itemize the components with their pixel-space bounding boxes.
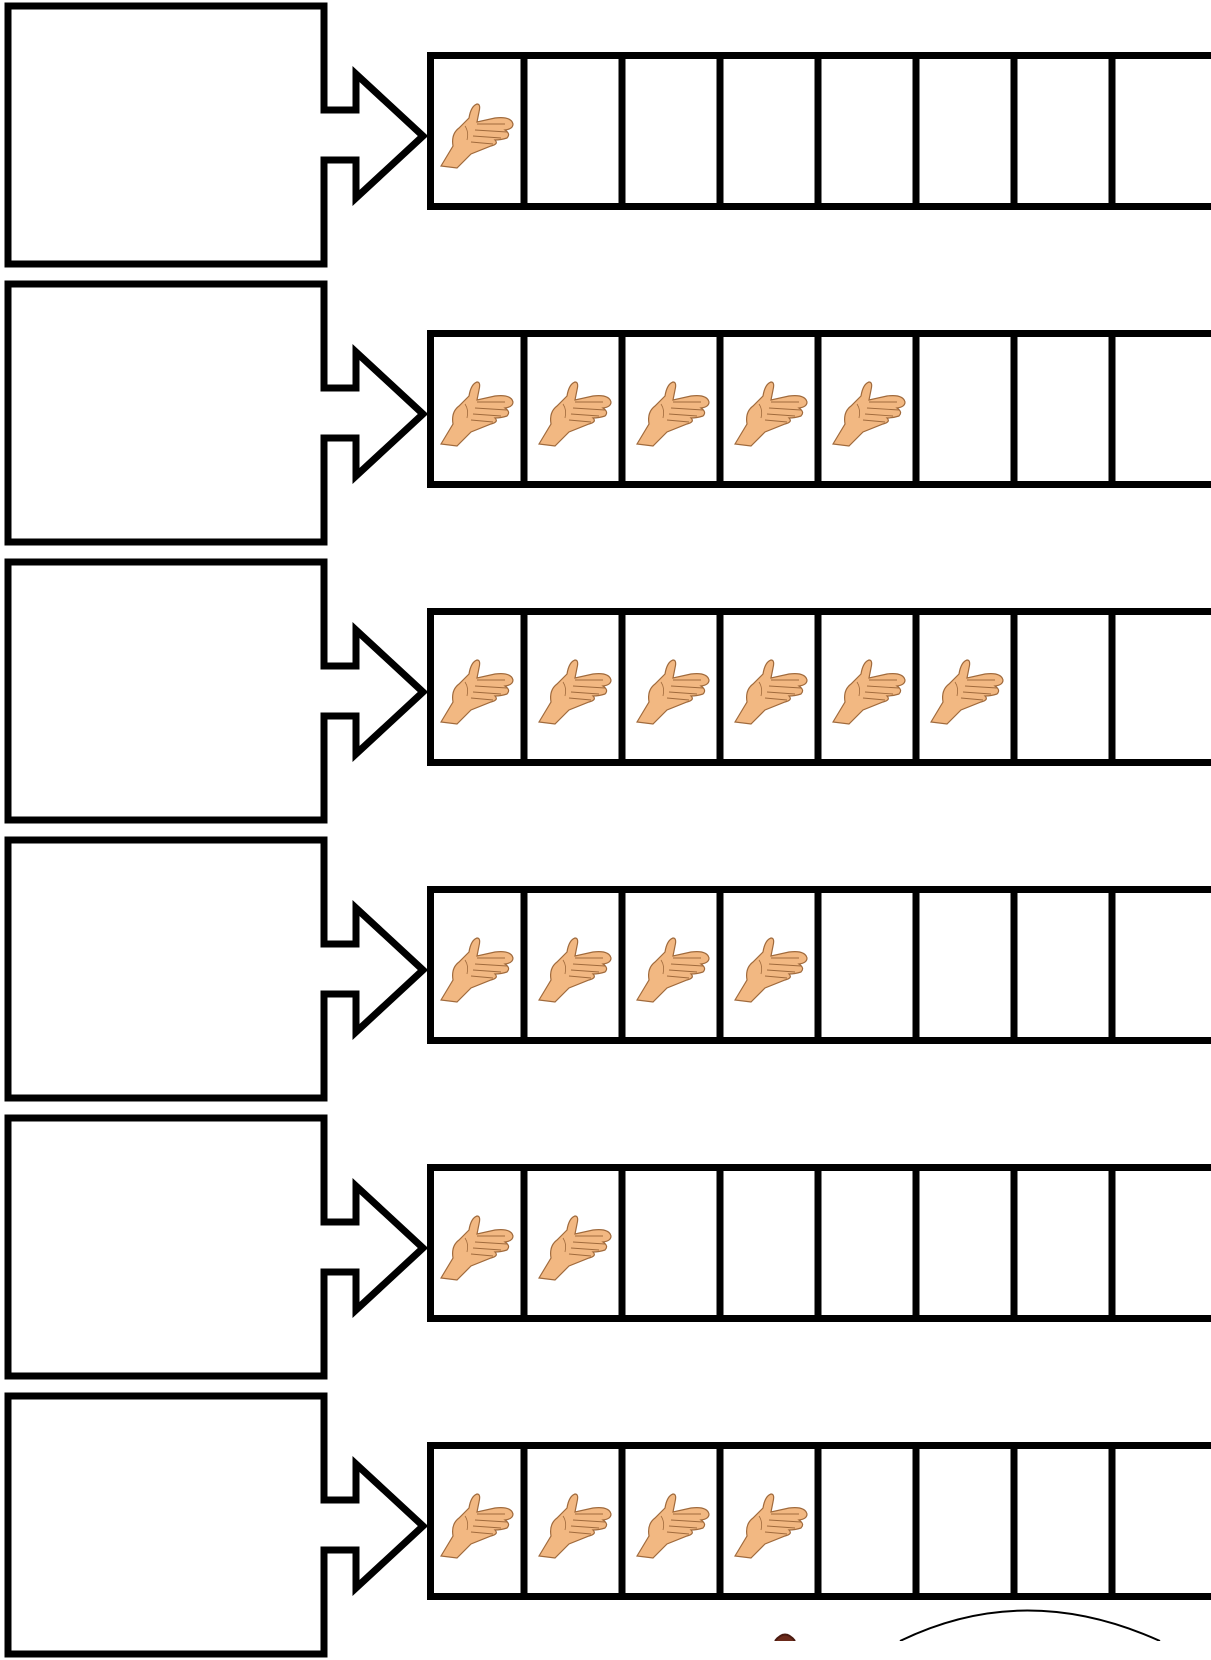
- frame-cell-filled: [427, 330, 523, 488]
- frame-cell-empty: [721, 1164, 817, 1322]
- hand-icon: [435, 1208, 515, 1282]
- frame-cell-empty: [1015, 608, 1111, 766]
- frame-cell-filled: [819, 608, 915, 766]
- hand-icon: [435, 652, 515, 726]
- hand-icon: [729, 930, 809, 1004]
- answer-box-outline: [8, 1118, 423, 1376]
- frame-cell-empty: [623, 1164, 719, 1322]
- frame-cell-filled: [721, 1442, 817, 1600]
- answer-box-arrow: [0, 834, 430, 1104]
- frame-cell-empty: [1015, 330, 1111, 488]
- frame-cell-empty: [1113, 1164, 1209, 1322]
- ten-frame: [427, 1442, 1211, 1600]
- hand-icon: [827, 652, 907, 726]
- answer-box-outline: [8, 6, 423, 264]
- ten-frame: [427, 52, 1211, 210]
- frame-cell-empty: [917, 52, 1013, 210]
- worksheet-row: [0, 556, 1211, 806]
- frame-cell-empty: [1113, 608, 1209, 766]
- frame-cell-empty: [1015, 1442, 1111, 1600]
- hand-icon: [435, 374, 515, 448]
- bottom-decoration: [0, 1600, 1211, 1641]
- frame-cell-filled: [525, 330, 621, 488]
- frame-cell-filled: [427, 886, 523, 1044]
- frame-cell-filled: [721, 886, 817, 1044]
- frame-cell-filled: [623, 330, 719, 488]
- frame-cell-empty: [525, 52, 621, 210]
- answer-box-arrow: [0, 556, 430, 826]
- worksheet-row: [0, 0, 1211, 250]
- frame-cell-filled: [427, 1442, 523, 1600]
- hand-icon: [729, 1486, 809, 1560]
- hand-icon: [533, 1486, 613, 1560]
- answer-box-arrow: [0, 1112, 430, 1382]
- frame-cell-filled: [525, 1164, 621, 1322]
- answer-box-outline: [8, 284, 423, 542]
- frame-cell-empty: [917, 1164, 1013, 1322]
- hand-icon: [631, 374, 711, 448]
- answer-box-arrow: [0, 0, 430, 270]
- frame-cell-empty: [1015, 886, 1111, 1044]
- frame-cell-empty: [917, 1442, 1013, 1600]
- frame-cell-empty: [819, 1164, 915, 1322]
- frame-cell-filled: [721, 330, 817, 488]
- frame-cell-empty: [721, 52, 817, 210]
- frame-cell-filled: [917, 608, 1013, 766]
- hand-icon: [631, 1486, 711, 1560]
- hand-icon: [533, 652, 613, 726]
- frame-cell-filled: [819, 330, 915, 488]
- frame-cell-empty: [1113, 330, 1209, 488]
- frame-cell-empty: [1015, 52, 1111, 210]
- frame-cell-filled: [427, 52, 523, 210]
- hand-icon: [631, 652, 711, 726]
- hand-icon: [827, 374, 907, 448]
- frame-cell-empty: [819, 1442, 915, 1600]
- frame-cell-empty: [1113, 886, 1209, 1044]
- frame-cell-empty: [623, 52, 719, 210]
- hand-icon: [925, 652, 1005, 726]
- ten-frame: [427, 886, 1211, 1044]
- partial-figure-mark: [775, 1635, 795, 1642]
- worksheet-row: [0, 278, 1211, 528]
- frame-cell-filled: [623, 886, 719, 1044]
- frame-cell-filled: [427, 608, 523, 766]
- frame-cell-empty: [1015, 1164, 1111, 1322]
- frame-cell-empty: [819, 886, 915, 1044]
- hand-icon: [729, 374, 809, 448]
- hand-icon: [533, 1208, 613, 1282]
- frame-cell-filled: [721, 608, 817, 766]
- hand-icon: [435, 930, 515, 1004]
- frame-cell-filled: [427, 1164, 523, 1322]
- answer-box-outline: [8, 562, 423, 820]
- frame-cell-filled: [623, 1442, 719, 1600]
- ten-frame: [427, 330, 1211, 488]
- frame-cell-filled: [525, 608, 621, 766]
- frame-cell-empty: [917, 330, 1013, 488]
- worksheet-row: [0, 834, 1211, 1084]
- ten-frame: [427, 1164, 1211, 1322]
- hand-icon: [729, 652, 809, 726]
- frame-cell-filled: [525, 1442, 621, 1600]
- frame-cell-filled: [623, 608, 719, 766]
- hand-icon: [533, 374, 613, 448]
- hand-icon: [435, 96, 515, 170]
- frame-cell-filled: [525, 886, 621, 1044]
- oval-outline: [900, 1611, 1160, 1642]
- ten-frame: [427, 608, 1211, 766]
- hand-icon: [533, 930, 613, 1004]
- answer-box-arrow: [0, 278, 430, 548]
- frame-cell-empty: [1113, 52, 1209, 210]
- frame-cell-empty: [917, 886, 1013, 1044]
- frame-cell-empty: [1113, 1442, 1209, 1600]
- answer-box-outline: [8, 840, 423, 1098]
- hand-icon: [435, 1486, 515, 1560]
- hand-icon: [631, 930, 711, 1004]
- worksheet-row: [0, 1112, 1211, 1362]
- frame-cell-empty: [819, 52, 915, 210]
